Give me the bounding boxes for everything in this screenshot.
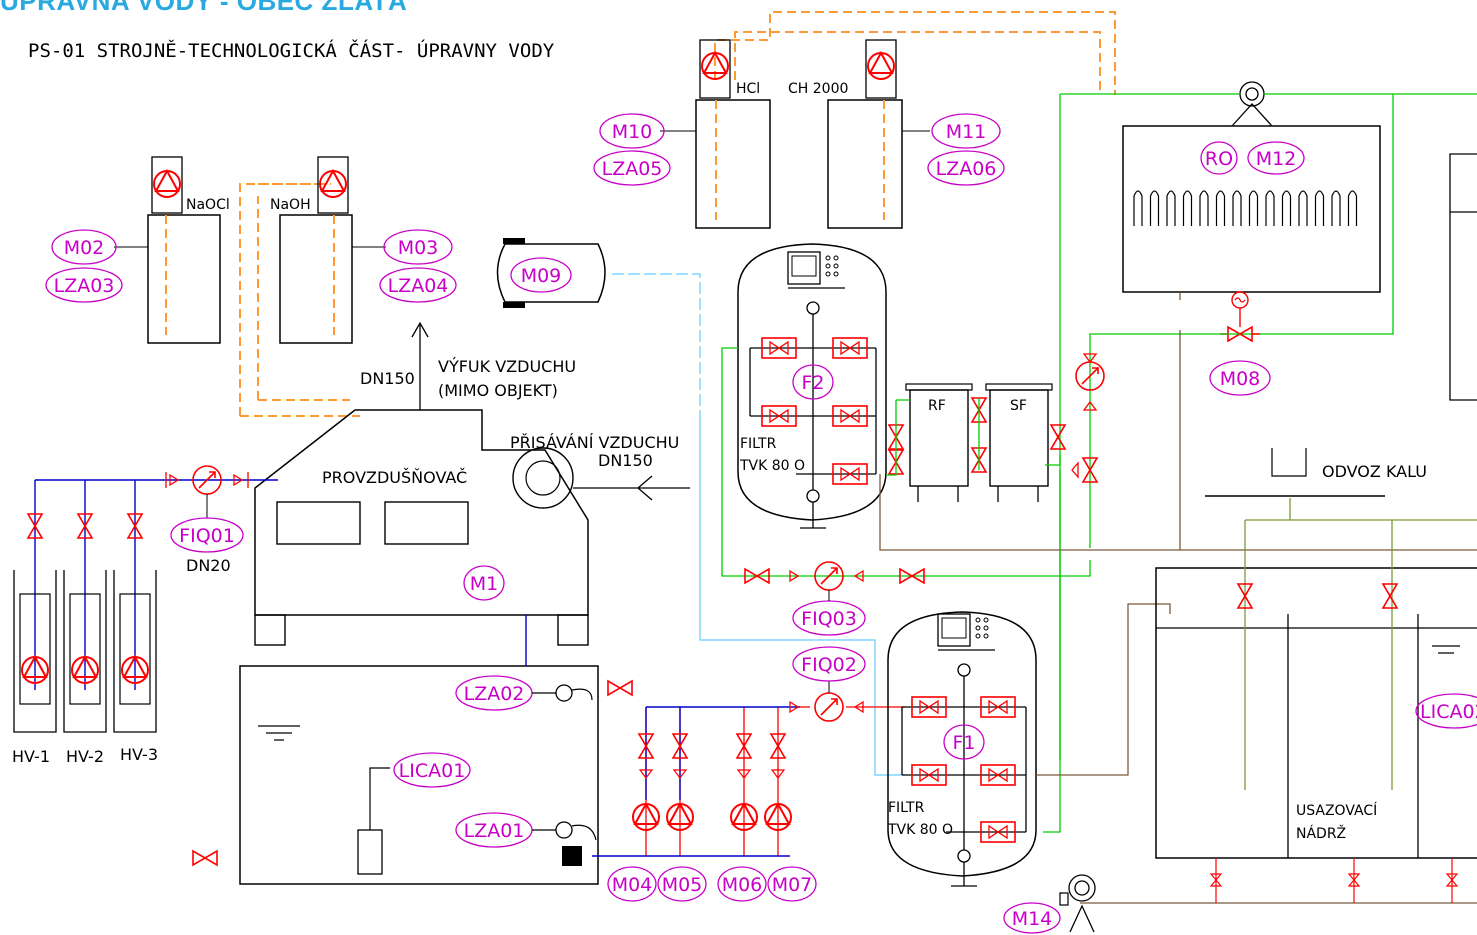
tag-lza05: LZA05 bbox=[602, 158, 663, 180]
clean-water-lines bbox=[721, 333, 1240, 833]
exhaust-dn150-label: DN150 bbox=[360, 369, 415, 388]
tag-f1: F1 bbox=[952, 732, 975, 754]
tag-m07: M07 bbox=[772, 874, 813, 896]
tag-lza03: LZA03 bbox=[54, 275, 115, 297]
sludge-pump-m14: M14 bbox=[1003, 874, 1096, 934]
raw-water-intake: FIQ01 DN20 HV-1 HV-2 HV-3 bbox=[12, 465, 278, 766]
dosing-unit-naocl-naoh: NaOCl NaOH M02 LZA03 M03 LZA04 bbox=[45, 156, 457, 417]
page-subtitle: PS-01 STROJNĚ-TECHNOLOGICKÁ ČÁST- ÚPRAVN… bbox=[28, 40, 555, 62]
tag-m03: M03 bbox=[398, 237, 439, 259]
aerator-label: PROVZDUŠŇOVAČ bbox=[322, 468, 467, 487]
tag-lza01: LZA01 bbox=[464, 820, 525, 842]
exhaust-label-1: VÝFUK VZDUCHU bbox=[438, 357, 576, 376]
hv2-label: HV-2 bbox=[66, 747, 104, 766]
tag-ro: RO bbox=[1205, 148, 1233, 170]
hcl-label: HCl bbox=[736, 81, 760, 97]
tag-m06: M06 bbox=[722, 874, 763, 896]
tag-f2: F2 bbox=[801, 372, 824, 394]
naocl-label: NaOCl bbox=[186, 197, 230, 213]
tag-m08: M08 bbox=[1220, 368, 1261, 390]
dosing-unit-hcl-ch2000: HCl CH 2000 M10 LZA05 M11 LZA06 bbox=[593, 11, 1116, 229]
naoh-label: NaOH bbox=[270, 197, 311, 213]
sf-label: SF bbox=[1010, 398, 1027, 414]
filter-f1-label-1: FILTR bbox=[888, 800, 925, 816]
settling-tank-label-2: NÁDRŽ bbox=[1296, 824, 1346, 842]
tag-m1: M1 bbox=[470, 573, 498, 595]
settling-tank: USAZOVACÍ NÁDRŽ ODVOZ KALU LICA02 bbox=[1155, 448, 1477, 903]
tag-lza06: LZA06 bbox=[936, 158, 997, 180]
tag-lica01: LICA01 bbox=[399, 760, 466, 782]
dn20-label: DN20 bbox=[186, 556, 231, 575]
pump-m11-icon bbox=[867, 52, 895, 80]
aerated-water-tank: LICA01 LZA02 LZA01 bbox=[192, 615, 633, 885]
tag-lza02: LZA02 bbox=[464, 683, 525, 705]
tag-m05: M05 bbox=[662, 874, 703, 896]
hv1-label: HV-1 bbox=[12, 747, 50, 766]
sludge-lines bbox=[879, 292, 1477, 904]
tanks-rf-sf: RF SF bbox=[888, 383, 1066, 502]
filter-f2: F2 FILTR TVK 80 O bbox=[737, 243, 887, 529]
filter-f1-label-2: TVK 80 O bbox=[887, 822, 953, 838]
filter-f1: F1 FILTR TVK 80 O bbox=[887, 611, 1037, 887]
ch2000-label: CH 2000 bbox=[788, 81, 848, 97]
tag-m12: M12 bbox=[1256, 148, 1297, 170]
intake-label-2: DN150 bbox=[598, 451, 653, 470]
settling-tank-label-1: USAZOVACÍ bbox=[1296, 802, 1377, 819]
compressor-m09: M09 bbox=[496, 238, 905, 776]
tag-lica02: LICA02 bbox=[1420, 701, 1477, 723]
tag-m04: M04 bbox=[612, 874, 653, 896]
tag-m14: M14 bbox=[1012, 908, 1053, 930]
filter-f2-label-2: TVK 80 O bbox=[739, 458, 805, 474]
intake-label-1: PŘISÁVÁNÍ VZDUCHU bbox=[510, 433, 679, 452]
tag-m09: M09 bbox=[521, 265, 562, 287]
aerator-m1: PROVZDUŠŇOVAČ M1 DN150 VÝFUK VZDUCHU (MI… bbox=[254, 321, 690, 646]
sludge-removal-label: ODVOZ KALU bbox=[1322, 462, 1427, 481]
exhaust-label-2: (MIMO OBJEKT) bbox=[438, 381, 558, 400]
tag-fiq03: FIQ03 bbox=[801, 608, 857, 630]
ro-unit-m12: RO M12 M08 bbox=[1059, 81, 1477, 455]
tag-fiq01: FIQ01 bbox=[179, 525, 235, 547]
tag-lza04: LZA04 bbox=[388, 275, 449, 297]
pump-m02-icon bbox=[153, 170, 181, 198]
filter-f2-label-1: FILTR bbox=[740, 436, 777, 452]
tag-m10: M10 bbox=[612, 121, 653, 143]
page-title: ÚPRAVNA VODY - OBEC ZLATÁ bbox=[0, 0, 408, 16]
rf-label: RF bbox=[928, 398, 946, 414]
tag-m11: M11 bbox=[946, 121, 987, 143]
pump-station-m04-m07: M04 M05 M06 M07 FIQ02 bbox=[592, 646, 905, 902]
hv3-label: HV-3 bbox=[120, 745, 158, 764]
flow-meter-fiq02-icon bbox=[814, 692, 844, 722]
tag-m02: M02 bbox=[64, 237, 105, 259]
tag-fiq02: FIQ02 bbox=[801, 654, 857, 676]
red-valves-f-network: FIQ03 bbox=[744, 353, 1105, 636]
